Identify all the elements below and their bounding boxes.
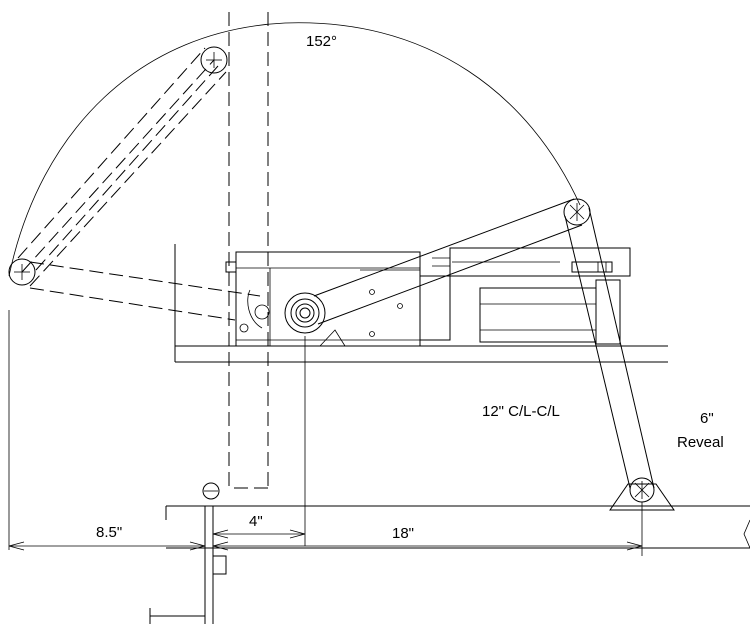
closer-body [225,251,421,347]
frame-dashed-lines [228,12,269,489]
door-bracket [609,483,675,511]
main-arm-solid [313,198,583,325]
dimension-lines [8,529,643,551]
pinion-spindle [284,292,326,334]
drive-unit [419,247,631,345]
reveal-value-label: 6" [700,410,714,427]
offset-dimension-label: 4" [249,513,263,530]
swing-arc [8,22,581,277]
door-leaf [149,482,750,624]
swing-angle-label: 152° [306,33,337,50]
left-dimension-label: 8.5" [96,524,122,541]
open-rod-dashed [29,261,261,321]
arm-length-dimension-label: 18" [392,525,414,542]
center-distance-label: 12" C/L-C/L [482,403,560,420]
extension-lines [8,310,643,556]
reveal-word-label: Reveal [677,434,724,451]
header-plate [174,244,668,363]
open-arm-dashed [17,47,227,287]
pivot-points [8,46,655,503]
forearm-solid [564,207,655,489]
